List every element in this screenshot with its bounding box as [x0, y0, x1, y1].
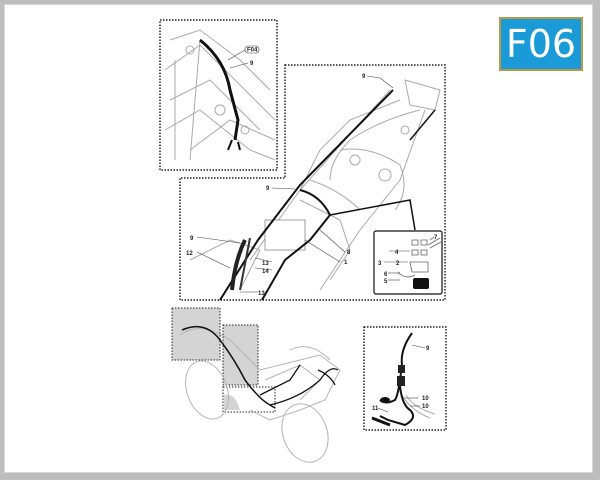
callout-13-upper: 13	[262, 261, 269, 267]
callout-6: 6	[384, 272, 388, 278]
callout-2: 2	[396, 261, 400, 267]
callout-14: 14	[262, 269, 269, 275]
battery-detail-inset: 7 4 3 2 6 5	[373, 230, 443, 295]
callout-11: 11	[372, 406, 379, 412]
callout-10-lower: 10	[422, 404, 429, 410]
callout-3: 3	[378, 261, 382, 267]
callout-10-upper: 10	[422, 396, 429, 402]
callout-9-rear: 9	[362, 74, 366, 80]
harness-detail-panel: 9 10 10 11	[363, 326, 447, 431]
motorcycle-overview	[171, 307, 341, 463]
callout-4: 4	[395, 250, 399, 256]
callout-9-harness: 9	[426, 346, 430, 352]
callout-5: 5	[384, 279, 388, 285]
callout-8: 8	[347, 250, 351, 256]
callout-9: 9	[250, 61, 254, 67]
figure-code-badge: F06	[499, 17, 583, 71]
callout-9-battery-top: 9	[266, 186, 270, 192]
callout-9-battery-left: 9	[190, 236, 194, 242]
callout-7: 7	[434, 235, 438, 241]
callout-1: 1	[344, 260, 348, 266]
callout-13-lower: 13	[258, 291, 265, 297]
callout-f04: F04	[247, 48, 258, 54]
callout-12: 12	[186, 251, 193, 257]
front-frame-panel: F04 9	[159, 19, 278, 171]
rear-frame-panel: 9 9 9 12 13 14 13 8 1	[179, 64, 446, 301]
